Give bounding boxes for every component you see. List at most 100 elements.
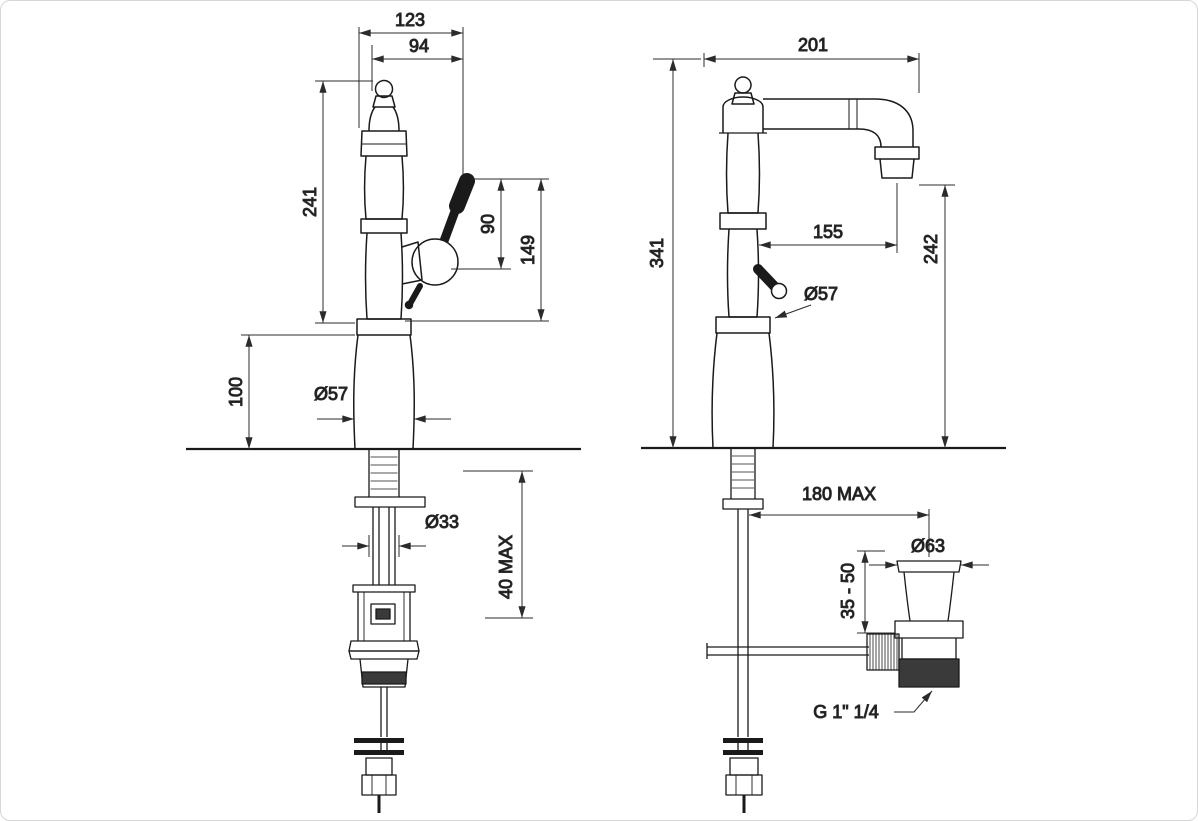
side-dim-spout-height: 242 bbox=[919, 184, 955, 449]
side-ring bbox=[719, 212, 767, 230]
side-bottom-nut-top bbox=[729, 757, 759, 776]
side-bottom-nut bbox=[725, 774, 763, 796]
front-ring bbox=[360, 218, 408, 234]
side-drain-ring bbox=[894, 620, 964, 639]
side-aerator-flange bbox=[874, 146, 920, 160]
front-dim-base-diameter-label: Ø57 bbox=[314, 384, 348, 404]
front-break-bar-2 bbox=[354, 750, 404, 755]
front-view: 123 94 241 90 149 bbox=[186, 10, 581, 813]
side-aerator bbox=[879, 158, 915, 179]
side-spout-elbow bbox=[858, 98, 914, 148]
front-handle-pin bbox=[408, 283, 423, 305]
side-dim-waste-thread: G 1" 1/4 bbox=[813, 690, 933, 723]
front-handle-pin-tip bbox=[404, 300, 414, 310]
side-dim-drain-offset: 180 MAX bbox=[748, 484, 930, 557]
front-drain-flange bbox=[352, 584, 416, 593]
side-bell-base bbox=[711, 332, 775, 449]
side-dim-drain-offset-label: 180 MAX bbox=[802, 484, 876, 504]
side-drain-assembly bbox=[866, 560, 964, 688]
front-dim-spout-width-label: 94 bbox=[409, 36, 429, 56]
front-dim-spout-width: 94 bbox=[371, 36, 464, 91]
side-break-bar-2 bbox=[723, 750, 763, 755]
side-finial-knob bbox=[734, 76, 752, 94]
front-dim-handle-height: 90 bbox=[451, 178, 549, 270]
front-faucet-body bbox=[353, 79, 415, 450]
side-finial-base bbox=[731, 92, 755, 105]
front-handle bbox=[401, 173, 475, 310]
front-locknut bbox=[354, 496, 426, 508]
side-dim-waste-diameter: Ø63 bbox=[869, 536, 989, 569]
side-handle-knob bbox=[770, 282, 788, 300]
front-dim-base-diameter: Ø57 bbox=[313, 384, 451, 423]
front-break-bar-1 bbox=[354, 738, 404, 743]
side-dim-waste-diameter-label: Ø63 bbox=[911, 536, 945, 556]
side-dim-overall-height: 341 bbox=[647, 58, 701, 449]
side-break-bar-1 bbox=[723, 738, 763, 743]
side-dim-spout-reach-label: 155 bbox=[813, 222, 843, 242]
side-drain-thread bbox=[898, 658, 960, 688]
front-dim-overall-width: 123 bbox=[358, 10, 464, 175]
front-drain-plug bbox=[375, 608, 391, 620]
side-locknut bbox=[722, 498, 764, 510]
front-finial-knob bbox=[374, 79, 394, 99]
side-spout-tube bbox=[763, 98, 875, 130]
front-dim-body-height: 241 bbox=[300, 80, 373, 324]
front-dim-overall-width-label: 123 bbox=[395, 10, 425, 30]
front-drain-band bbox=[361, 671, 407, 685]
side-dim-body-diameter: Ø57 bbox=[774, 284, 839, 319]
side-dim-overall-height-label: 341 bbox=[647, 238, 667, 268]
front-under-deck bbox=[354, 449, 426, 585]
front-handle-grip bbox=[449, 173, 475, 214]
front-handle-boss bbox=[401, 241, 423, 285]
side-pivot-dome bbox=[722, 96, 764, 108]
front-bell-base bbox=[353, 334, 415, 450]
front-bottom-nut bbox=[361, 774, 397, 796]
side-dim-overall-reach-label: 201 bbox=[798, 35, 828, 55]
side-popup-rod bbox=[706, 643, 869, 659]
front-dim-shank-diameter: Ø33 bbox=[342, 512, 460, 557]
front-handle-ball bbox=[411, 238, 459, 286]
front-shank-threads bbox=[370, 456, 398, 490]
front-dim-shank-diameter-label: Ø33 bbox=[425, 512, 459, 532]
front-drain-window bbox=[370, 603, 396, 625]
side-base-ring bbox=[715, 316, 771, 334]
front-upper-body bbox=[363, 155, 405, 220]
side-handle-lever bbox=[753, 264, 781, 293]
side-dim-spout-reach: 155 bbox=[758, 183, 898, 253]
front-supply-hoses bbox=[372, 507, 396, 585]
side-shank-threads bbox=[732, 455, 754, 489]
front-drain-ring-lower bbox=[348, 650, 420, 660]
side-drain-flange bbox=[896, 560, 962, 573]
side-dim-deck-range: 35 - 50 bbox=[838, 550, 895, 634]
front-drain-assembly bbox=[348, 584, 420, 813]
front-dimensions: 123 94 241 90 149 bbox=[226, 10, 549, 619]
front-dim-handle-overall: 149 bbox=[405, 178, 549, 322]
front-dim-base-height: 100 bbox=[226, 334, 355, 450]
front-collar bbox=[360, 130, 408, 157]
side-lower-body bbox=[726, 228, 760, 318]
side-dimensions: 201 341 155 242 Ø57 bbox=[647, 35, 989, 723]
side-dim-waste-thread-label: G 1" 1/4 bbox=[813, 702, 878, 722]
side-drain-knurl bbox=[866, 633, 900, 671]
front-finial-base bbox=[372, 95, 396, 108]
front-lower-body bbox=[364, 232, 404, 320]
front-dim-body-height-label: 241 bbox=[300, 187, 320, 217]
front-base-ring bbox=[356, 318, 412, 336]
side-dim-spout-height-label: 242 bbox=[921, 234, 941, 264]
front-dim-handle-height-label: 90 bbox=[478, 214, 498, 234]
side-dim-body-diameter-label: Ø57 bbox=[804, 284, 838, 304]
side-upper-body bbox=[725, 132, 761, 214]
side-dim-deck-range-label: 35 - 50 bbox=[838, 563, 858, 619]
front-dim-handle-overall-label: 149 bbox=[518, 235, 538, 265]
front-dim-deck-max-label: 40 MAX bbox=[496, 535, 516, 599]
front-dim-deck-max: 40 MAX bbox=[463, 470, 533, 619]
side-under-deck bbox=[706, 448, 869, 813]
side-view: 201 341 155 242 Ø57 bbox=[641, 35, 1006, 813]
front-bottom-nut-top bbox=[365, 757, 393, 776]
side-dim-overall-reach: 201 bbox=[703, 35, 920, 93]
front-spout-neck bbox=[368, 106, 400, 132]
front-drain-ring-upper bbox=[348, 640, 420, 652]
front-dim-base-height-label: 100 bbox=[226, 377, 246, 407]
